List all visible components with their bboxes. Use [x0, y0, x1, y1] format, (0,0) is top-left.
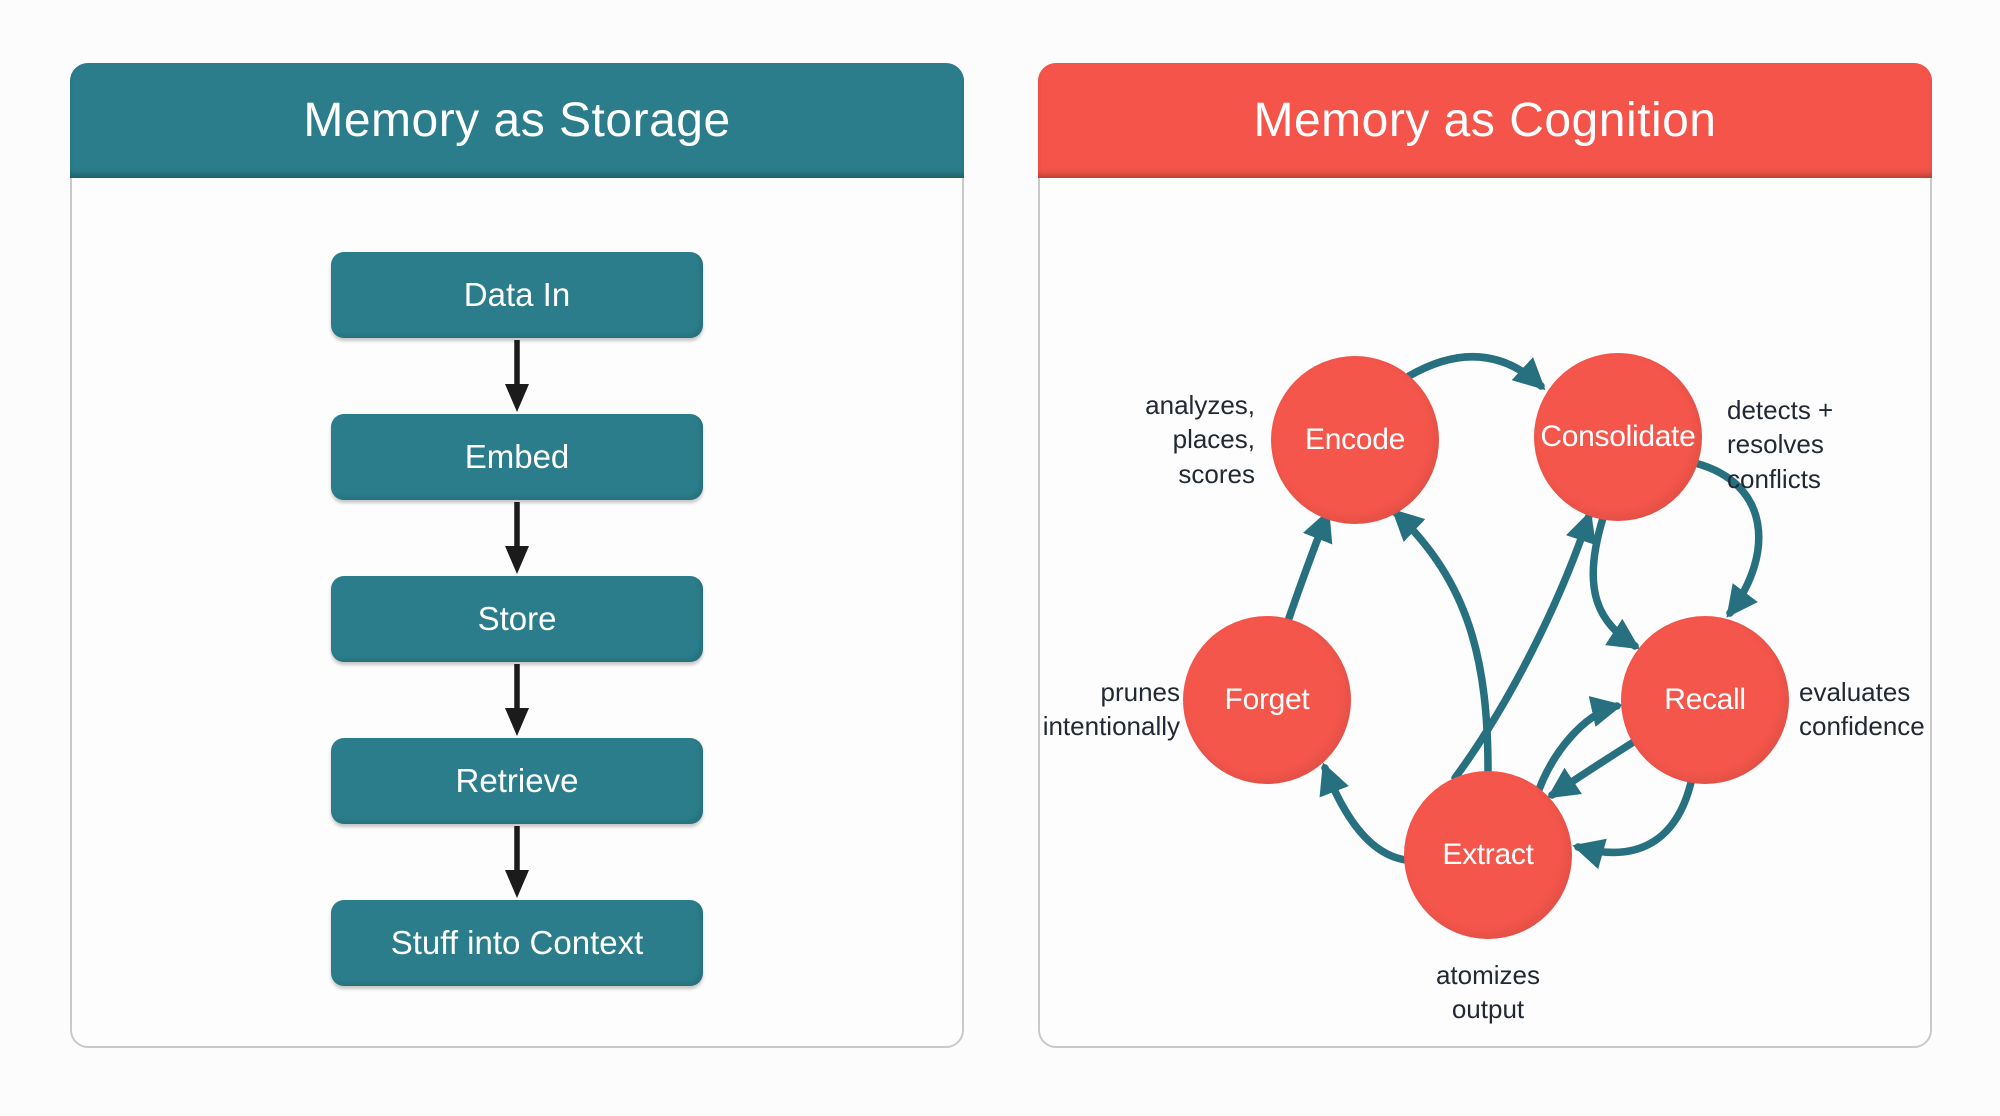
flow-step-embed: Embed	[331, 414, 703, 500]
down-arrow-icon	[505, 340, 529, 412]
edge-recall-to-extract-inner-arrow	[1547, 734, 1644, 799]
edge-extract-to-recall-arrow	[1531, 696, 1623, 805]
flow-step-data-in: Data In	[331, 252, 703, 338]
down-arrow-icon	[505, 664, 529, 736]
storage-panel-header: Memory as Storage	[70, 63, 964, 178]
node-label: Forget	[1224, 683, 1310, 716]
node-label: Extract	[1442, 838, 1534, 871]
storage-panel: Memory as Storage Data In Embed Store	[70, 63, 964, 1048]
flow-step-label: Data In	[463, 276, 571, 313]
flow-step-label: Retrieve	[455, 762, 579, 799]
down-arrow-icon	[505, 502, 529, 574]
cognition-graph: Encode Consolidate Forget Recall Extract…	[1040, 178, 1930, 1046]
cognition-panel: Memory as Cognition	[1038, 63, 1932, 1048]
node-label: Recall	[1664, 683, 1746, 716]
edge-extract-to-consolidate-arrow	[1451, 510, 1596, 782]
flow-step-retrieve: Retrieve	[331, 738, 703, 824]
edge-consolidate-to-recall-inner-arrow	[1589, 514, 1641, 650]
cognition-panel-title: Memory as Cognition	[1253, 94, 1717, 147]
edge-recall-to-extract-outer-arrow	[1572, 774, 1696, 870]
cognition-edges	[1284, 353, 1763, 870]
annotation-encode: analyzes, places, scores	[1145, 390, 1255, 489]
flow-step-label: Embed	[464, 438, 570, 475]
annotation-consolidate: detects + resolves conflicts	[1727, 395, 1834, 494]
flow-step-label: Stuff into Context	[390, 924, 644, 961]
edge-extract-to-encode-arrow	[1391, 508, 1492, 775]
edge-consolidate-to-recall-outer-arrow	[1691, 459, 1763, 618]
down-arrow-head	[505, 384, 529, 412]
node-label: Encode	[1305, 423, 1405, 456]
flow-step-stuff-into-context: Stuff into Context	[331, 900, 703, 986]
down-arrow-icon	[505, 826, 529, 898]
down-arrow-head	[505, 708, 529, 736]
flow-step-label: Store	[477, 600, 557, 637]
storage-panel-title: Memory as Storage	[303, 94, 731, 147]
cognition-panel-header: Memory as Cognition	[1038, 63, 1932, 178]
edge-forget-to-encode-arrow	[1284, 509, 1333, 625]
annotation-extract: atomizes output	[1435, 960, 1541, 1025]
node-recall: Recall	[1621, 616, 1789, 784]
node-label: Consolidate	[1540, 420, 1696, 453]
down-arrow-head	[505, 870, 529, 898]
node-consolidate: Consolidate	[1534, 353, 1702, 521]
node-extract: Extract	[1404, 771, 1572, 939]
annotation-forget: prunes intentionally	[1042, 677, 1180, 742]
node-encode: Encode	[1271, 356, 1439, 524]
annotation-recall: evaluates confidence	[1799, 677, 1925, 742]
node-forget: Forget	[1183, 616, 1351, 784]
storage-flowchart: Data In Embed Store Retrieve	[72, 178, 962, 986]
down-arrow-head	[505, 546, 529, 574]
flow-step-store: Store	[331, 576, 703, 662]
edge-encode-to-consolidate-arrow	[1405, 353, 1546, 391]
edge-extract-to-forget-arrow	[1319, 762, 1410, 864]
